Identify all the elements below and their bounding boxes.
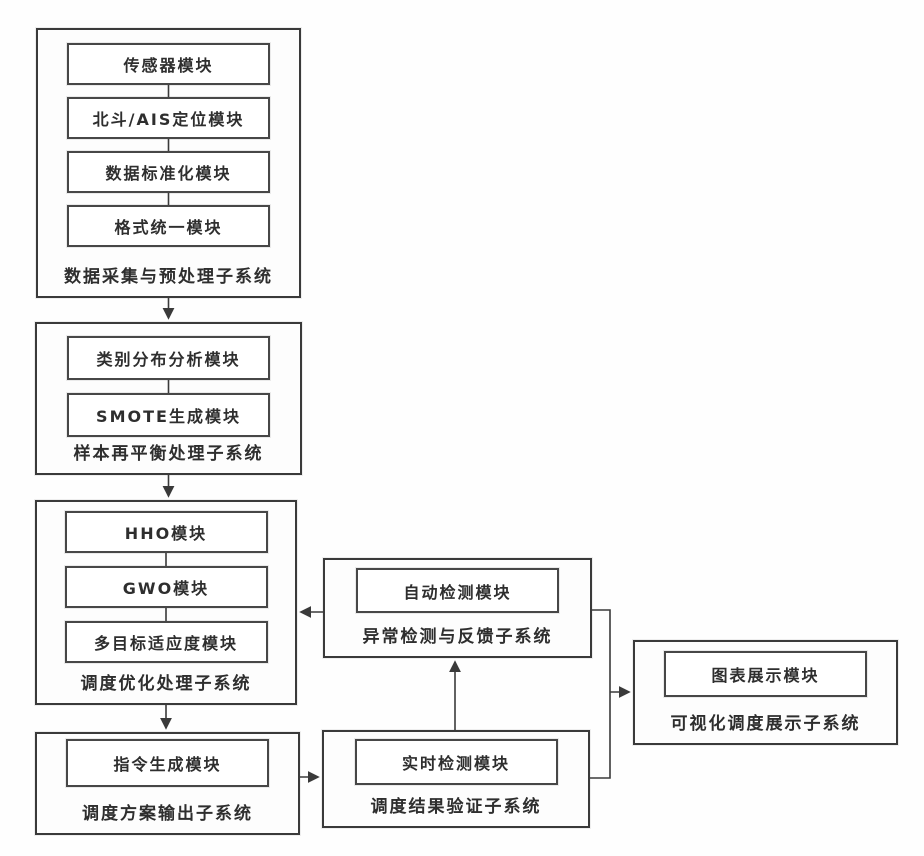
subsystem-label: 数据采集与预处理子系统 (64, 267, 273, 287)
module-box-data-standardization: 数据标准化模块 (67, 151, 270, 193)
subsystem-data-acquisition: 传感器模块 北斗/AIS定位模块 数据标准化模块 格式统一模块 数据采集与预处理… (36, 28, 301, 298)
subsystem-label: 调度结果验证子系统 (370, 797, 542, 817)
subsystem-plan-output: 指令生成模块 调度方案输出子系统 (35, 732, 300, 835)
subsystem-rebalancing: 类别分布分析模块 SMOTE生成模块 样本再平衡处理子系统 (35, 322, 302, 475)
subsystem-label: 可视化调度展示子系统 (670, 714, 861, 734)
subsystem-visualization: 图表展示模块 可视化调度展示子系统 (633, 640, 898, 745)
module-box-instruction-generation: 指令生成模块 (66, 739, 269, 787)
module-box-format-unification: 格式统一模块 (67, 205, 270, 247)
module-box-hho: HHO模块 (64, 511, 268, 553)
subsystem-verification: 实时检测模块 调度结果验证子系统 (322, 730, 590, 828)
subsystem-label: 调度方案输出子系统 (82, 804, 253, 824)
module-box-class-distribution: 类别分布分析模块 (67, 336, 270, 380)
module-box-multiobjective-fitness: 多目标适应度模块 (64, 621, 268, 663)
module-box-gwo: GWO模块 (64, 566, 268, 608)
module-box-sensor: 传感器模块 (67, 43, 270, 85)
subsystem-optimization: HHO模块 GWO模块 多目标适应度模块 调度优化处理子系统 (35, 500, 297, 705)
subsystem-label: 异常检测与反馈子系统 (362, 627, 553, 647)
module-box-realtime-detection: 实时检测模块 (354, 739, 558, 785)
subsystem-label: 调度优化处理子系统 (80, 674, 252, 694)
module-box-auto-detection: 自动检测模块 (356, 568, 559, 613)
connector-to-visualization (590, 609, 611, 779)
module-box-beidou-ais: 北斗/AIS定位模块 (67, 97, 270, 139)
subsystem-label: 样本再平衡处理子系统 (73, 444, 264, 464)
module-box-smote: SMOTE生成模块 (67, 393, 270, 437)
module-box-chart-display: 图表展示模块 (664, 651, 867, 697)
subsystem-anomaly-feedback: 自动检测模块 异常检测与反馈子系统 (323, 558, 592, 658)
